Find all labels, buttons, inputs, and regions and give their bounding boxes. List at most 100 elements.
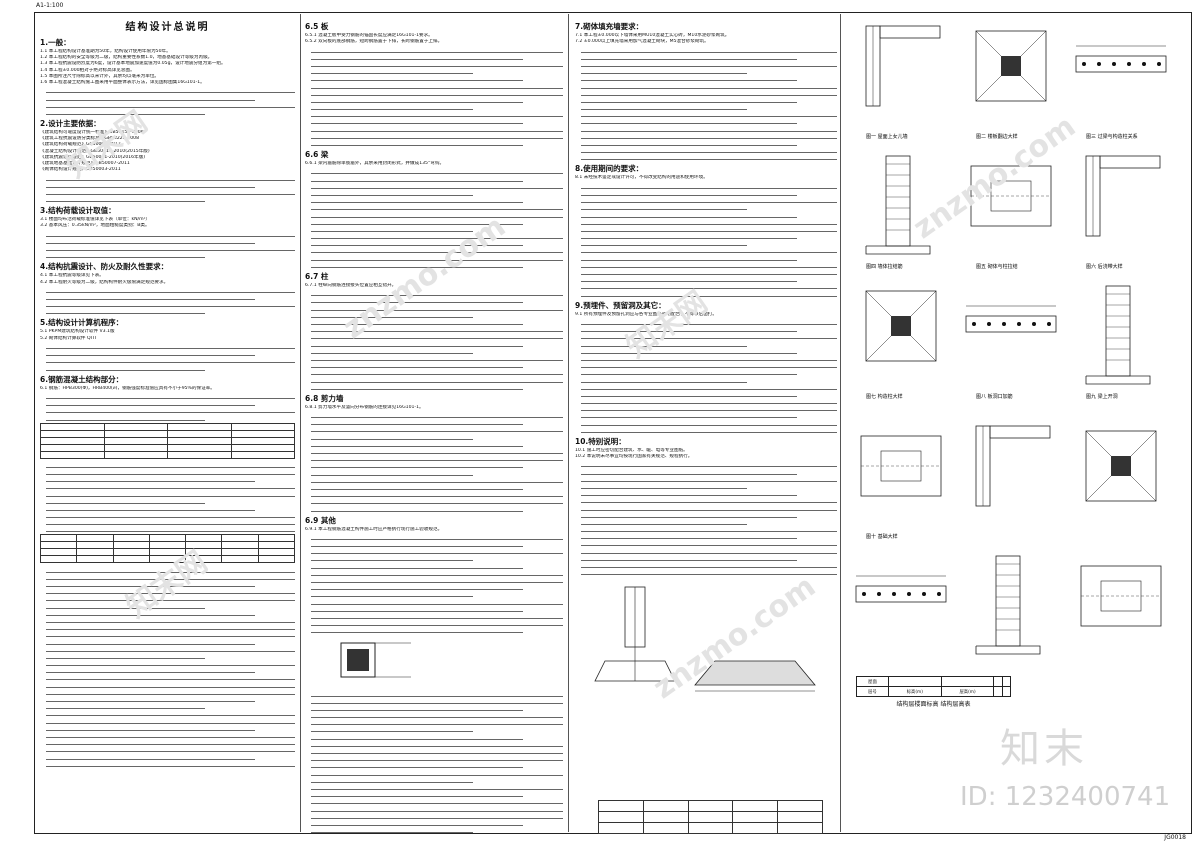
text-line-placeholder [581, 225, 837, 232]
text-line-placeholder [46, 195, 205, 203]
text-line-placeholder [311, 540, 523, 548]
note-line: 8.1 未经技术鉴定或设计许可，不得改变结构的用途和使用环境。 [575, 175, 708, 181]
text-line-placeholder [581, 110, 837, 118]
text-line-placeholder [581, 361, 837, 369]
construction-detail [865, 25, 941, 107]
text-line-placeholder [311, 483, 523, 490]
text-line-placeholder [311, 819, 523, 826]
text-line-placeholder [581, 210, 797, 218]
text-line-placeholder [46, 413, 205, 421]
construction-detail [975, 30, 1047, 102]
section-heading: 6.5 板 [305, 22, 329, 31]
text-line-placeholder [311, 547, 563, 555]
note-line: 《建筑结构可靠度设计统一标准》GB50153-2008 [40, 129, 144, 135]
foundation-details [594, 586, 816, 692]
note-line: 1.2 本工程结构的安全等级为二级，结构重要性系数1.0，地基基础设计等级为丙级… [40, 55, 213, 61]
text-line-placeholder [581, 404, 837, 412]
text-line-placeholder [311, 253, 563, 261]
section-heading: 2.设计主要依据： [40, 118, 101, 128]
text-line-placeholder [311, 81, 563, 89]
text-line-placeholder [311, 418, 523, 426]
text-line-placeholder [311, 440, 523, 447]
text-line-placeholder [581, 518, 747, 525]
text-line-placeholder [581, 182, 837, 189]
text-line-placeholder [581, 561, 837, 569]
text-line-placeholder [46, 230, 295, 237]
legend-cell: 层号 [856, 686, 889, 697]
text-line-placeholder [581, 539, 837, 547]
text-line-placeholder [311, 476, 563, 483]
construction-detail [865, 155, 931, 255]
construction-detail [965, 305, 1057, 333]
brand-id: ID: 1232400741 [960, 782, 1171, 812]
text-line-placeholder [311, 812, 563, 819]
text-line-placeholder [581, 475, 837, 482]
text-line-placeholder [581, 67, 747, 75]
text-line-placeholder [46, 504, 255, 511]
note-line: 《建筑地基基础设计规范》GB50007-2011 [40, 160, 130, 166]
detail-drawings: 图一 屋面上女儿墙图二 楼板翻边大样图三 过梁与构造柱关系图四 墙体拉结筋图五 … [855, 25, 1167, 655]
section-heading: 6.钢筋混凝土结构部分： [40, 374, 124, 384]
note-line: 6.9.1 本工程钢筋混凝土构件施工时应严格执行现行施工验收规范。 [305, 526, 443, 532]
text-line-placeholder [581, 239, 747, 247]
text-line-placeholder [311, 361, 523, 369]
detail-caption: 图六 后浇带大样 [1086, 263, 1123, 270]
column-divider [300, 14, 301, 832]
text-line-placeholder [46, 392, 295, 399]
text-line-placeholder [581, 354, 837, 361]
text-line-placeholder [311, 45, 563, 53]
legend-cell: 层高(m) [940, 686, 995, 697]
section-heading: 6.8 剪力墙 [305, 393, 344, 403]
section-heading: 3.结构荷载设计取值： [40, 206, 116, 216]
text-line-placeholder [581, 103, 747, 111]
text-line-placeholder [311, 569, 563, 576]
text-line-placeholder [46, 630, 295, 638]
text-line-placeholder [46, 594, 295, 602]
text-line-placeholder [46, 468, 295, 475]
text-line-placeholder [311, 783, 563, 790]
text-line-placeholder [581, 332, 837, 340]
text-line-placeholder [46, 716, 295, 724]
text-line-placeholder [311, 67, 473, 75]
note-line: 6.5.1 混凝土板中受力钢筋的锚固长度应满足16G101-1要求。 [305, 33, 433, 38]
section-heading: 8.使用期间的要求： [575, 164, 644, 174]
text-line-placeholder [581, 397, 837, 405]
text-line-placeholder [46, 695, 255, 702]
text-line-placeholder [581, 218, 837, 225]
text-line-placeholder [311, 590, 473, 598]
text-line-placeholder [581, 81, 837, 89]
text-line-placeholder [581, 489, 797, 497]
text-line-placeholder [311, 218, 523, 225]
text-line-placeholder [46, 251, 205, 259]
text-line-placeholder [311, 261, 523, 268]
construction-detail [860, 435, 942, 497]
text-line-placeholder [311, 761, 523, 769]
note-line: 《砌体结构设计规范》GB50003-2011 [40, 167, 121, 173]
text-line-placeholder [311, 210, 563, 218]
section-heading: 10.特别说明： [575, 436, 626, 446]
text-line-placeholder [581, 53, 797, 60]
note-line: 6.6.1 梁内箍筋除单肢箍外，其余采用封闭形式，并做成135°弯钩。 [305, 161, 445, 167]
text-line-placeholder [311, 740, 563, 747]
text-line-placeholder [311, 576, 563, 584]
text-line-placeholder [311, 368, 563, 376]
legend-cell: 标高(m) [887, 686, 942, 697]
text-line-placeholder [46, 760, 295, 767]
text-line-placeholder [46, 286, 295, 293]
text-line-placeholder [46, 293, 255, 301]
construction-detail [975, 555, 1041, 655]
text-line-placeholder [581, 368, 797, 376]
text-line-placeholder [311, 561, 523, 569]
text-line-placeholder [46, 623, 295, 631]
text-line-placeholder [311, 725, 473, 733]
text-line-placeholder [311, 139, 523, 147]
text-line-placeholder [311, 626, 523, 634]
text-line-placeholder [581, 532, 797, 540]
text-line-placeholder [311, 711, 563, 719]
note-line: 7.2 ±0.000以上填充墙采用加气混凝土砌块，M5混合砂浆砌筑。 [575, 39, 709, 45]
text-line-placeholder [311, 689, 563, 697]
text-line-placeholder [46, 93, 255, 101]
notes-column-3: 7.砌体填充墙要求：7.1 本工程±0.000以下墙体采用MU10混凝土实心砖，… [575, 18, 837, 833]
text-line-placeholder [311, 239, 523, 247]
mix-table [598, 800, 823, 834]
